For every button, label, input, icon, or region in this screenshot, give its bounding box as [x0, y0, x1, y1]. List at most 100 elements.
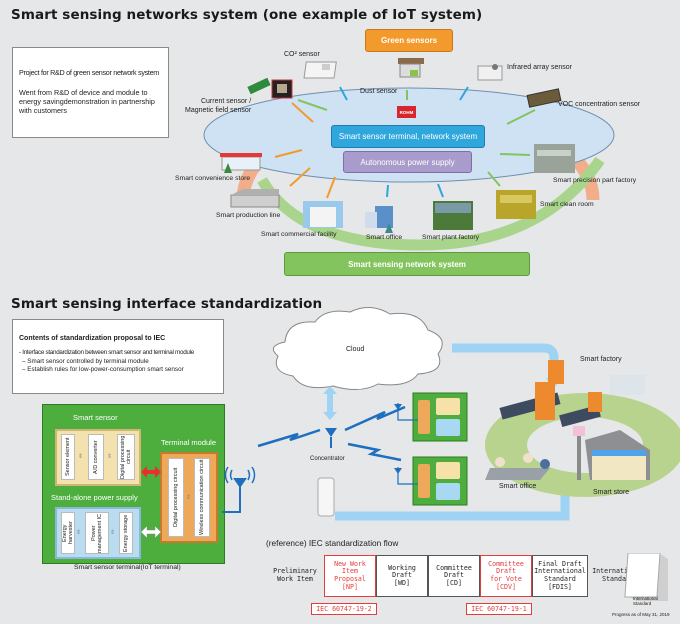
flow-stage-cd: Committee Draft [CD]: [428, 555, 480, 597]
arrow-office: [386, 184, 389, 198]
sensor-terminal-node: [394, 456, 468, 506]
voc-sensor-label: VOC concentration sensor: [558, 101, 641, 108]
cloud-concentrator-arrow: [323, 386, 337, 420]
smart-sensor-heading: Smart sensor: [73, 413, 118, 422]
precision-factory-image: [534, 144, 575, 173]
project-info-box: Project for R&D of green sensor network …: [12, 47, 169, 138]
flow-stage-cdv: Committee Draft for Vote [CDV]: [480, 555, 532, 597]
sensor-link-icon: ⇕: [107, 454, 113, 460]
precision-factory-label: Smart precision part factory: [553, 177, 637, 184]
arrow-plant: [437, 183, 444, 198]
arrow-clean-room: [487, 171, 501, 187]
project-info-line1: Project for R&D of green sensor network …: [19, 68, 159, 77]
cloud-factory-arrow: [452, 343, 559, 380]
progress-date: Progress as of May 31, 2019: [612, 612, 670, 617]
current-sensor-label: Current sensor / Magnetic field sensor: [185, 98, 252, 114]
smart-office-image: [485, 453, 550, 480]
flow-stage-fdis: Final Draft International Standard [FDIS…: [532, 555, 588, 597]
power-supply-group: Energy harvester Power management IC Ene…: [55, 507, 141, 559]
arrow-commercial: [326, 176, 336, 199]
co2-sensor-image: [303, 61, 337, 79]
flow-stage-np: New Work Item Proposal [NP]: [324, 555, 376, 597]
arrow-convenience: [274, 149, 303, 158]
production-line-label: Smart production line: [216, 212, 281, 219]
arrow-current-2: [291, 102, 314, 123]
infrared-sensor-image: [477, 64, 503, 81]
terminal-caption: Smart sensor terminal(IoT terminal): [74, 564, 181, 571]
terminal-antenna-icon: [222, 466, 256, 513]
power-link-icon: ⇕: [76, 530, 82, 536]
iec-proposal-heading: Contents of standardization proposal to …: [19, 335, 166, 342]
voc-sensor-image: [526, 88, 562, 108]
commercial-facility-label: Smart commercial facility: [261, 231, 337, 238]
smart-store-label: Smart store: [593, 489, 630, 496]
arrow-co2: [339, 86, 348, 101]
smart-sensor-terminal-block: Smart sensor Sensor element A/D converte…: [42, 404, 225, 564]
arrow-production: [289, 167, 311, 187]
production-line-image: [230, 189, 280, 208]
co2-sensor-label: CO² sensor: [284, 51, 320, 58]
arrow-precision: [499, 153, 531, 156]
rohm-logo: ROHM: [397, 106, 416, 118]
facility-ring: [257, 156, 605, 251]
dust-sensor-label: Dust sensor: [360, 88, 398, 95]
smart-factory-label: Smart factory: [580, 356, 622, 363]
concentrator-antenna-icon: [325, 428, 337, 448]
smart-sensor-group: Sensor element A/D converter Digital pro…: [55, 429, 141, 486]
section2-title: Smart sensing interface standardization: [11, 296, 323, 312]
iec-flow: Preliminary Work Item New Work Item Prop…: [266, 555, 644, 615]
arrow-current: [297, 99, 328, 111]
router-store-arrow: [335, 491, 570, 521]
cloud-icon: [272, 307, 443, 390]
autonomous-power-label: Autonomous power supply: [343, 151, 472, 173]
red-bidirectional-arrow: [141, 466, 161, 478]
clean-room-label: Smart clean room: [540, 201, 594, 208]
smart-factory-image: [499, 360, 645, 427]
plant-factory-image: [433, 201, 473, 230]
power-link-icon: ⇕: [110, 530, 116, 536]
iec-proposal-bullet: - Interface standardization between smar…: [19, 349, 194, 357]
flow-stage-wd: Working Draft [WD]: [376, 555, 428, 597]
module-link-icon: ⇕: [186, 495, 192, 501]
router-icon: [317, 477, 335, 517]
office-image: [365, 206, 393, 233]
cloud-label: Cloud: [346, 346, 365, 353]
convenience-store-image: [220, 153, 262, 173]
terminal-module-heading: Terminal module: [161, 438, 217, 447]
arrow-voc: [506, 109, 536, 125]
iec-cdv-badge: IEC 60747-19-1: [466, 603, 532, 615]
iec-proposal-sub2: – Establish rules for low-power-consumpt…: [22, 366, 184, 374]
iot-network-illustration: [222, 307, 680, 521]
standard-book-icon: [624, 553, 668, 601]
power-supply-heading: Stand-alone power supply: [51, 493, 138, 502]
smart-store-image: [573, 426, 650, 480]
wireless-link-icon: [344, 405, 406, 432]
current-sensor-image: [247, 77, 293, 99]
office-label: Smart office: [366, 234, 403, 241]
iec-np-badge: IEC 60747-19-2: [311, 603, 377, 615]
sensor-link-icon: ⇕: [78, 454, 84, 460]
smart-office-label: Smart office: [499, 483, 537, 490]
clean-room-image: [496, 190, 536, 219]
iec-proposal-box: Contents of standardization proposal to …: [12, 319, 224, 394]
section1-title: Smart sensing networks system (one examp…: [11, 7, 483, 23]
concentrator-label: Concentrator: [310, 456, 345, 462]
white-bidirectional-arrow: [140, 525, 162, 539]
iec-flow-title: (reference) IEC standardization flow: [266, 538, 399, 548]
smart-sensor-terminal-label: Smart sensor terminal, network system: [331, 125, 485, 148]
book-label: International Standard: [633, 596, 658, 606]
convenience-store-label: Smart convenience store: [175, 175, 251, 182]
commercial-facility-image: [303, 201, 343, 228]
flow-stage-preliminary: Preliminary Work Item: [273, 567, 317, 583]
smart-sensing-network-label: Smart sensing network system: [284, 252, 530, 276]
terminal-module-group: Digital processing circuit Wireless comm…: [160, 452, 218, 543]
iec-proposal-sub1: – Smart sensor controlled by terminal mo…: [22, 357, 149, 365]
arrow-infrared: [459, 86, 469, 101]
green-sensors-label: Green sensors: [365, 29, 453, 52]
infrared-sensor-label: Infrared array sensor: [507, 64, 572, 71]
wireless-link-icon: [347, 442, 402, 462]
wireless-link-icon: [257, 428, 321, 448]
flow-stage-international: International Standard: [592, 567, 644, 583]
project-info-line2: Went from R&D of device and module to en…: [19, 88, 155, 115]
dust-sensor-image: [398, 58, 424, 78]
